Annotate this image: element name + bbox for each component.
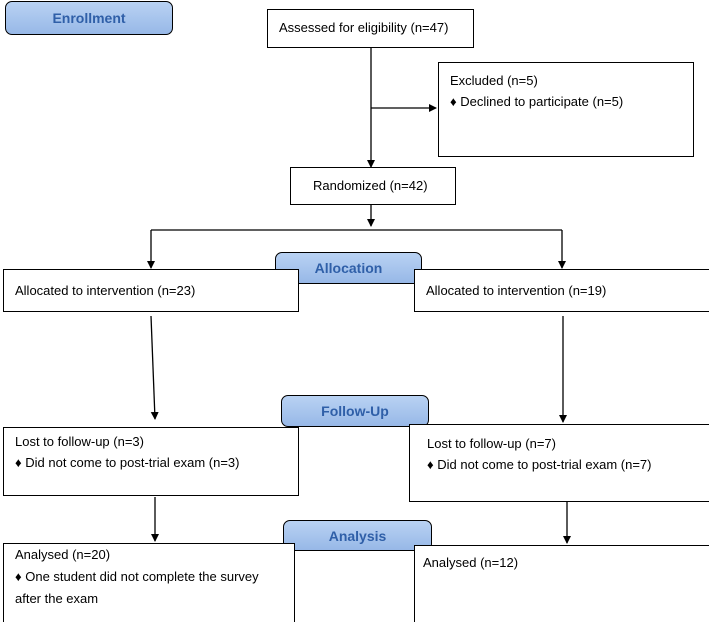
excluded-title: Excluded (n=5)	[450, 73, 538, 88]
right-allocated-text: Allocated to intervention (n=19)	[426, 283, 607, 298]
randomized-text: Randomized (n=42)	[313, 178, 428, 193]
stage-enrollment: Enrollment	[5, 1, 173, 35]
left-analysed-text: Analysed (n=20)	[15, 547, 111, 562]
left-followup-box: Lost to follow-up (n=3) ♦ Did not come t…	[3, 427, 299, 496]
left-lost-reason: ♦ Did not come to post-trial exam (n=3)	[15, 455, 240, 470]
left-lost-text: Lost to follow-up (n=3)	[15, 434, 144, 449]
stage-allocation: Allocation	[275, 252, 422, 284]
right-analysis-box: Analysed (n=12)	[414, 545, 709, 622]
excluded-reason: ♦ Declined to participate (n=5)	[450, 94, 624, 109]
connector-left-allocation-followup	[150, 315, 159, 420]
right-followup-box: Lost to follow-up (n=7) ♦ Did not come t…	[409, 424, 709, 502]
stage-follow-up: Follow-Up	[281, 395, 429, 427]
right-allocation-box: Allocated to intervention (n=19)	[414, 269, 709, 312]
assessed-text: Assessed for eligibility (n=47)	[279, 20, 449, 35]
right-lost-text: Lost to follow-up (n=7)	[427, 436, 556, 451]
stage-analysis: Analysis	[283, 520, 432, 551]
right-lost-reason: ♦ Did not come to post-trial exam (n=7)	[427, 457, 652, 472]
left-analysed-note-cont: after the exam	[15, 591, 99, 606]
excluded-box: Excluded (n=5) ♦ Declined to participate…	[438, 62, 694, 157]
left-allocated-text: Allocated to intervention (n=23)	[15, 283, 196, 298]
left-analysed-note: ♦ One student did not complete the surve…	[15, 569, 259, 584]
left-analysis-box: Analysed (n=20) ♦ One student did not co…	[3, 543, 295, 622]
right-analysed-text: Analysed (n=12)	[423, 555, 519, 570]
randomized-box: Randomized (n=42)	[290, 167, 456, 205]
left-allocation-box: Allocated to intervention (n=23)	[3, 269, 299, 312]
assessed-box: Assessed for eligibility (n=47)	[267, 9, 474, 48]
